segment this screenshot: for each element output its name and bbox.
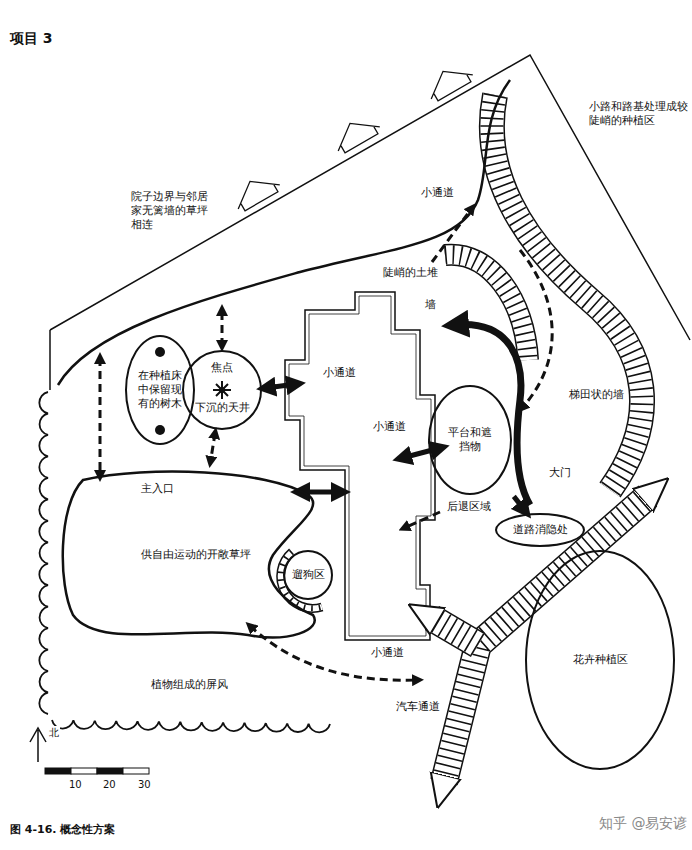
label: 植物组成的屏风 — [150, 678, 229, 692]
tree-bed: 在种植床中保留现有的树木 — [125, 335, 195, 445]
label: 墙 — [424, 298, 437, 312]
node-text: 花卉种植区 — [555, 653, 645, 667]
node-text: 下沉的天井 — [192, 401, 252, 415]
node-text: 焦点 — [192, 361, 252, 375]
open-lawn: 供自由运动的开敞草坪 — [58, 465, 333, 645]
label: 梯田状的墙 — [568, 388, 625, 402]
caption: 图 4-16. 概念性方案 — [10, 822, 115, 837]
sunken-patio: 焦点下沉的天井 — [182, 350, 262, 430]
scale-number: 10 — [68, 778, 83, 792]
note: 小路和路基处理成较陡峭的种植区 — [588, 100, 690, 128]
flower-bed: 花卉种植区 — [525, 550, 675, 770]
steep-mound — [445, 255, 528, 360]
label: 主入口 — [140, 482, 175, 496]
scale-number: 30 — [137, 778, 152, 792]
node-text: 道路消隐处 — [505, 523, 575, 537]
connector-arrow — [210, 433, 215, 462]
label: 陡峭的土堆 — [382, 266, 439, 280]
north-label: 北 — [48, 726, 60, 740]
road-fade: 道路消隐处 — [495, 513, 585, 547]
dog-area: 遛狗区 — [283, 550, 333, 600]
node-text: 在种植床中保留现有的树木 — [136, 369, 184, 411]
node-text: 遛狗区 — [288, 568, 328, 582]
path-label: 小通道 — [370, 646, 405, 660]
label: 后退区域 — [446, 500, 492, 514]
node-text: 供自由运动的开敞草坪 — [126, 548, 266, 562]
path-label: 小通道 — [322, 366, 357, 380]
deck-area: 平台和遮挡物 — [428, 385, 512, 495]
lawn-edge — [63, 472, 315, 638]
scale-number: 20 — [102, 778, 117, 792]
label: 汽车通道 — [395, 700, 441, 714]
label: 大门 — [548, 466, 572, 480]
note: 院子边界与邻居家无篱墙的草坪相连 — [130, 190, 212, 232]
title: 项目 3 — [10, 30, 53, 48]
watermark: 知乎 @易安谚 — [598, 816, 688, 830]
node-text: 平台和遮挡物 — [445, 426, 495, 454]
plant-screen — [52, 720, 330, 732]
path-label: 小通道 — [372, 420, 407, 434]
driveway-band — [432, 618, 478, 645]
plant-screen — [39, 392, 48, 714]
path-label: 小通道 — [420, 186, 455, 200]
connector-arrow — [514, 496, 525, 510]
